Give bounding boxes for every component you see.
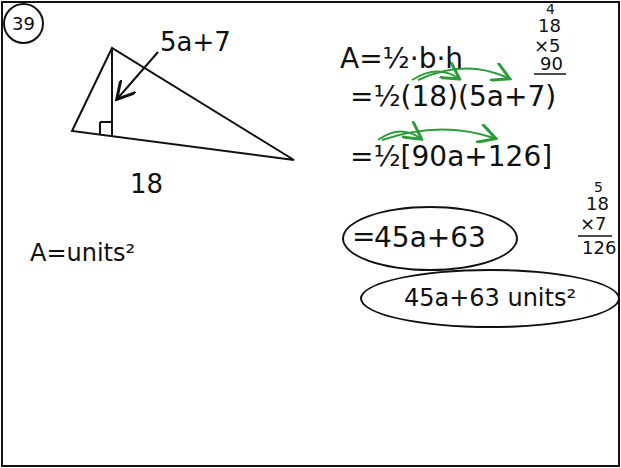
node-text: 39 (12, 14, 35, 34)
node-text: 45a+63 (374, 223, 486, 254)
answer-prompt: A=units² (30, 240, 135, 266)
work-step: =½(18)(5a+7) (350, 82, 556, 113)
work-number: ×7 (580, 214, 607, 234)
work-number: 90 (540, 54, 563, 74)
dimension-label: 5a+7 (160, 28, 231, 57)
work-number: 126 (582, 238, 616, 258)
work-number: 18 (538, 16, 561, 36)
node-text: 45a+63 units² (404, 285, 576, 311)
work-number: 18 (586, 194, 609, 214)
answer-circle: 45a+63 units² (360, 269, 620, 328)
equals-sign: = (352, 222, 375, 253)
dimension-label: 18 (130, 170, 163, 199)
problem-number: 39 (3, 3, 44, 44)
work-number: ×5 (534, 36, 561, 56)
area-formula: A=½·b·h (340, 44, 463, 75)
answer-circle: 45a+63 (342, 206, 518, 271)
work-step: =½[90a+126] (350, 142, 552, 173)
